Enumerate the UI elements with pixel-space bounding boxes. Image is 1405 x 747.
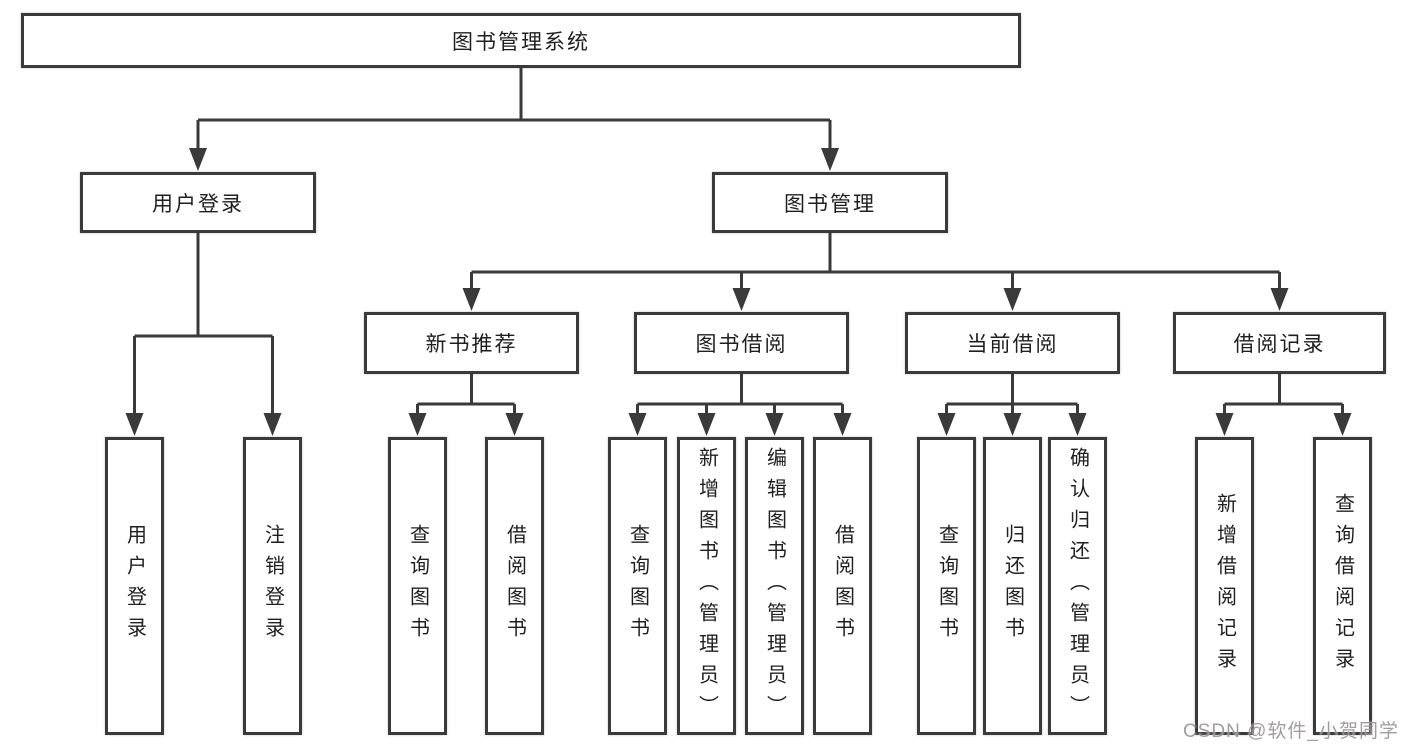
leaf-user-login: 用户登录 xyxy=(105,437,164,735)
leaf-current-query-books-label: 查询图书 xyxy=(935,524,958,648)
node-book-management-label: 图书管理 xyxy=(784,192,876,216)
leaf-user-login-label: 用户登录 xyxy=(123,524,146,648)
node-borrowing-records-label: 借阅记录 xyxy=(1233,333,1326,356)
leaf-current-return-books-label: 归还图书 xyxy=(1001,524,1024,648)
node-user-login-label: 用户登录 xyxy=(152,192,244,216)
node-book-management: 图书管理 xyxy=(712,172,948,233)
node-library-system-label: 图书管理系统 xyxy=(452,30,590,54)
leaf-borrowing-query-books: 查询图书 xyxy=(608,437,667,735)
node-borrowing-records: 借阅记录 xyxy=(1173,312,1386,374)
node-user-login: 用户登录 xyxy=(80,172,316,233)
leaf-recommend-query-books-label: 查询图书 xyxy=(406,524,429,648)
node-current-borrowing: 当前借阅 xyxy=(905,312,1120,374)
leaf-logout-label: 注销登录 xyxy=(261,524,284,648)
node-new-book-recommend-label: 新书推荐 xyxy=(425,333,518,356)
node-book-borrowing-label: 图书借阅 xyxy=(695,333,788,356)
leaf-records-add-borrow-record-label: 新增借阅记录 xyxy=(1213,493,1236,679)
leaf-logout: 注销登录 xyxy=(243,437,302,735)
csdn-watermark: CSDN @软件_小贺同学 xyxy=(1183,721,1399,742)
leaf-recommend-borrow-books-label: 借阅图书 xyxy=(503,524,526,648)
leaf-current-confirm-return-admin-label: 确认归还（管理员） xyxy=(1066,446,1089,726)
leaf-borrowing-borrow-books-label: 借阅图书 xyxy=(831,524,854,648)
leaf-recommend-borrow-books: 借阅图书 xyxy=(485,437,544,735)
leaf-current-confirm-return-admin: 确认归还（管理员） xyxy=(1048,437,1107,735)
node-library-system: 图书管理系统 xyxy=(21,13,1021,68)
leaf-borrowing-add-books-admin: 新增图书（管理员） xyxy=(677,437,736,735)
leaf-borrowing-edit-books-admin-label: 编辑图书（管理员） xyxy=(763,446,786,726)
leaf-borrowing-borrow-books: 借阅图书 xyxy=(813,437,872,735)
leaf-current-query-books: 查询图书 xyxy=(917,437,976,735)
leaf-recommend-query-books: 查询图书 xyxy=(388,437,447,735)
leaf-borrowing-query-books-label: 查询图书 xyxy=(626,524,649,648)
leaf-records-query-borrow-record: 查询借阅记录 xyxy=(1313,437,1372,735)
leaf-records-query-borrow-record-label: 查询借阅记录 xyxy=(1331,493,1354,679)
leaf-current-return-books: 归还图书 xyxy=(983,437,1042,735)
leaf-borrowing-edit-books-admin: 编辑图书（管理员） xyxy=(745,437,804,735)
node-current-borrowing-label: 当前借阅 xyxy=(966,333,1059,356)
node-book-borrowing: 图书借阅 xyxy=(634,312,849,374)
node-new-book-recommend: 新书推荐 xyxy=(364,312,579,374)
leaf-borrowing-add-books-admin-label: 新增图书（管理员） xyxy=(695,446,718,726)
leaf-records-add-borrow-record: 新增借阅记录 xyxy=(1195,437,1254,735)
